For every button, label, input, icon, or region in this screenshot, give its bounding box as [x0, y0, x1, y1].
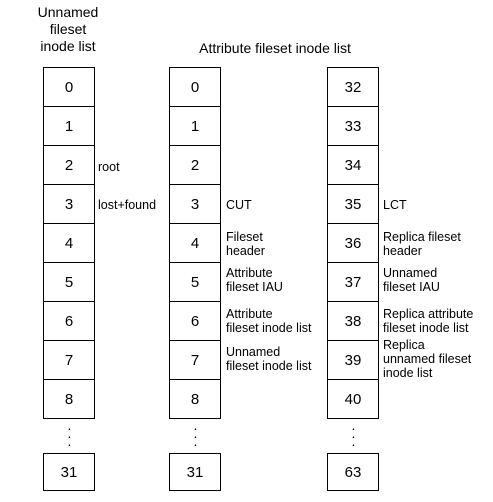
label-lct: LCT [383, 198, 407, 212]
label-attribute-inode-list: Attribute fileset inode list [226, 307, 312, 335]
label-replica-unnamed-inode-list: Replica unnamed fileset inode list [383, 338, 472, 380]
inode-cell: 36 [328, 224, 378, 263]
inode-cell: 1 [44, 107, 94, 146]
unnamed-inode-column: 0 1 2 3 4 5 6 7 8 [43, 67, 95, 419]
label-unnamed-inode-list: Unnamed fileset inode list [226, 345, 312, 373]
label-replica-header: Replica fileset header [383, 230, 461, 258]
attribute-fileset-title: Attribute fileset inode list [199, 40, 351, 56]
inode-cell: 6 [170, 302, 220, 341]
ellipsis: ... [67, 417, 72, 449]
inode-cell: 0 [170, 68, 220, 107]
inode-cell: 38 [328, 302, 378, 341]
label-attribute-iau: Attribute fileset IAU [226, 266, 283, 294]
inode-cell: 5 [170, 263, 220, 302]
inode-cell: 8 [44, 380, 94, 419]
inode-cell: 35 [328, 185, 378, 224]
label-fileset-header: Fileset header [226, 230, 265, 258]
label-root: root [98, 160, 120, 174]
inode-cell: 0 [44, 68, 94, 107]
inode-cell-last: 31 [169, 453, 221, 491]
label-lost-found: lost+found [98, 198, 157, 212]
inode-cell: 33 [328, 107, 378, 146]
inode-cell-last: 31 [43, 453, 95, 491]
inode-cell: 37 [328, 263, 378, 302]
inode-cell-last: 63 [327, 453, 379, 491]
inode-cell: 39 [328, 341, 378, 380]
inode-cell: 5 [44, 263, 94, 302]
inode-cell: 32 [328, 68, 378, 107]
label-unnamed-iau: Unnamed fileset IAU [383, 266, 440, 294]
inode-cell: 8 [170, 380, 220, 419]
inode-cell: 7 [44, 341, 94, 380]
unnamed-title-line-2: fileset [49, 21, 87, 37]
inode-cell: 4 [170, 224, 220, 263]
inode-cell: 3 [44, 185, 94, 224]
inode-cell: 40 [328, 380, 378, 419]
inode-cell: 3 [170, 185, 220, 224]
label-cut: CUT [226, 198, 252, 212]
attribute-inode-column-high: 32 33 34 35 36 37 38 39 40 [327, 67, 379, 419]
attribute-inode-column: 0 1 2 3 4 5 6 7 8 [169, 67, 221, 419]
inode-cell: 2 [170, 146, 220, 185]
inode-cell: 34 [328, 146, 378, 185]
inode-cell: 7 [170, 341, 220, 380]
inode-cell: 2 [44, 146, 94, 185]
ellipsis: ... [351, 417, 356, 449]
label-replica-attribute-inode-list: Replica attribute fileset inode list [383, 307, 474, 335]
inode-cell: 4 [44, 224, 94, 263]
unnamed-fileset-title: Unnamed fileset inode list [18, 4, 118, 55]
inode-cell: 1 [170, 107, 220, 146]
unnamed-title-line-3: inode list [40, 38, 96, 54]
ellipsis: ... [193, 417, 198, 449]
inode-cell: 6 [44, 302, 94, 341]
unnamed-title-line-1: Unnamed [37, 4, 99, 20]
